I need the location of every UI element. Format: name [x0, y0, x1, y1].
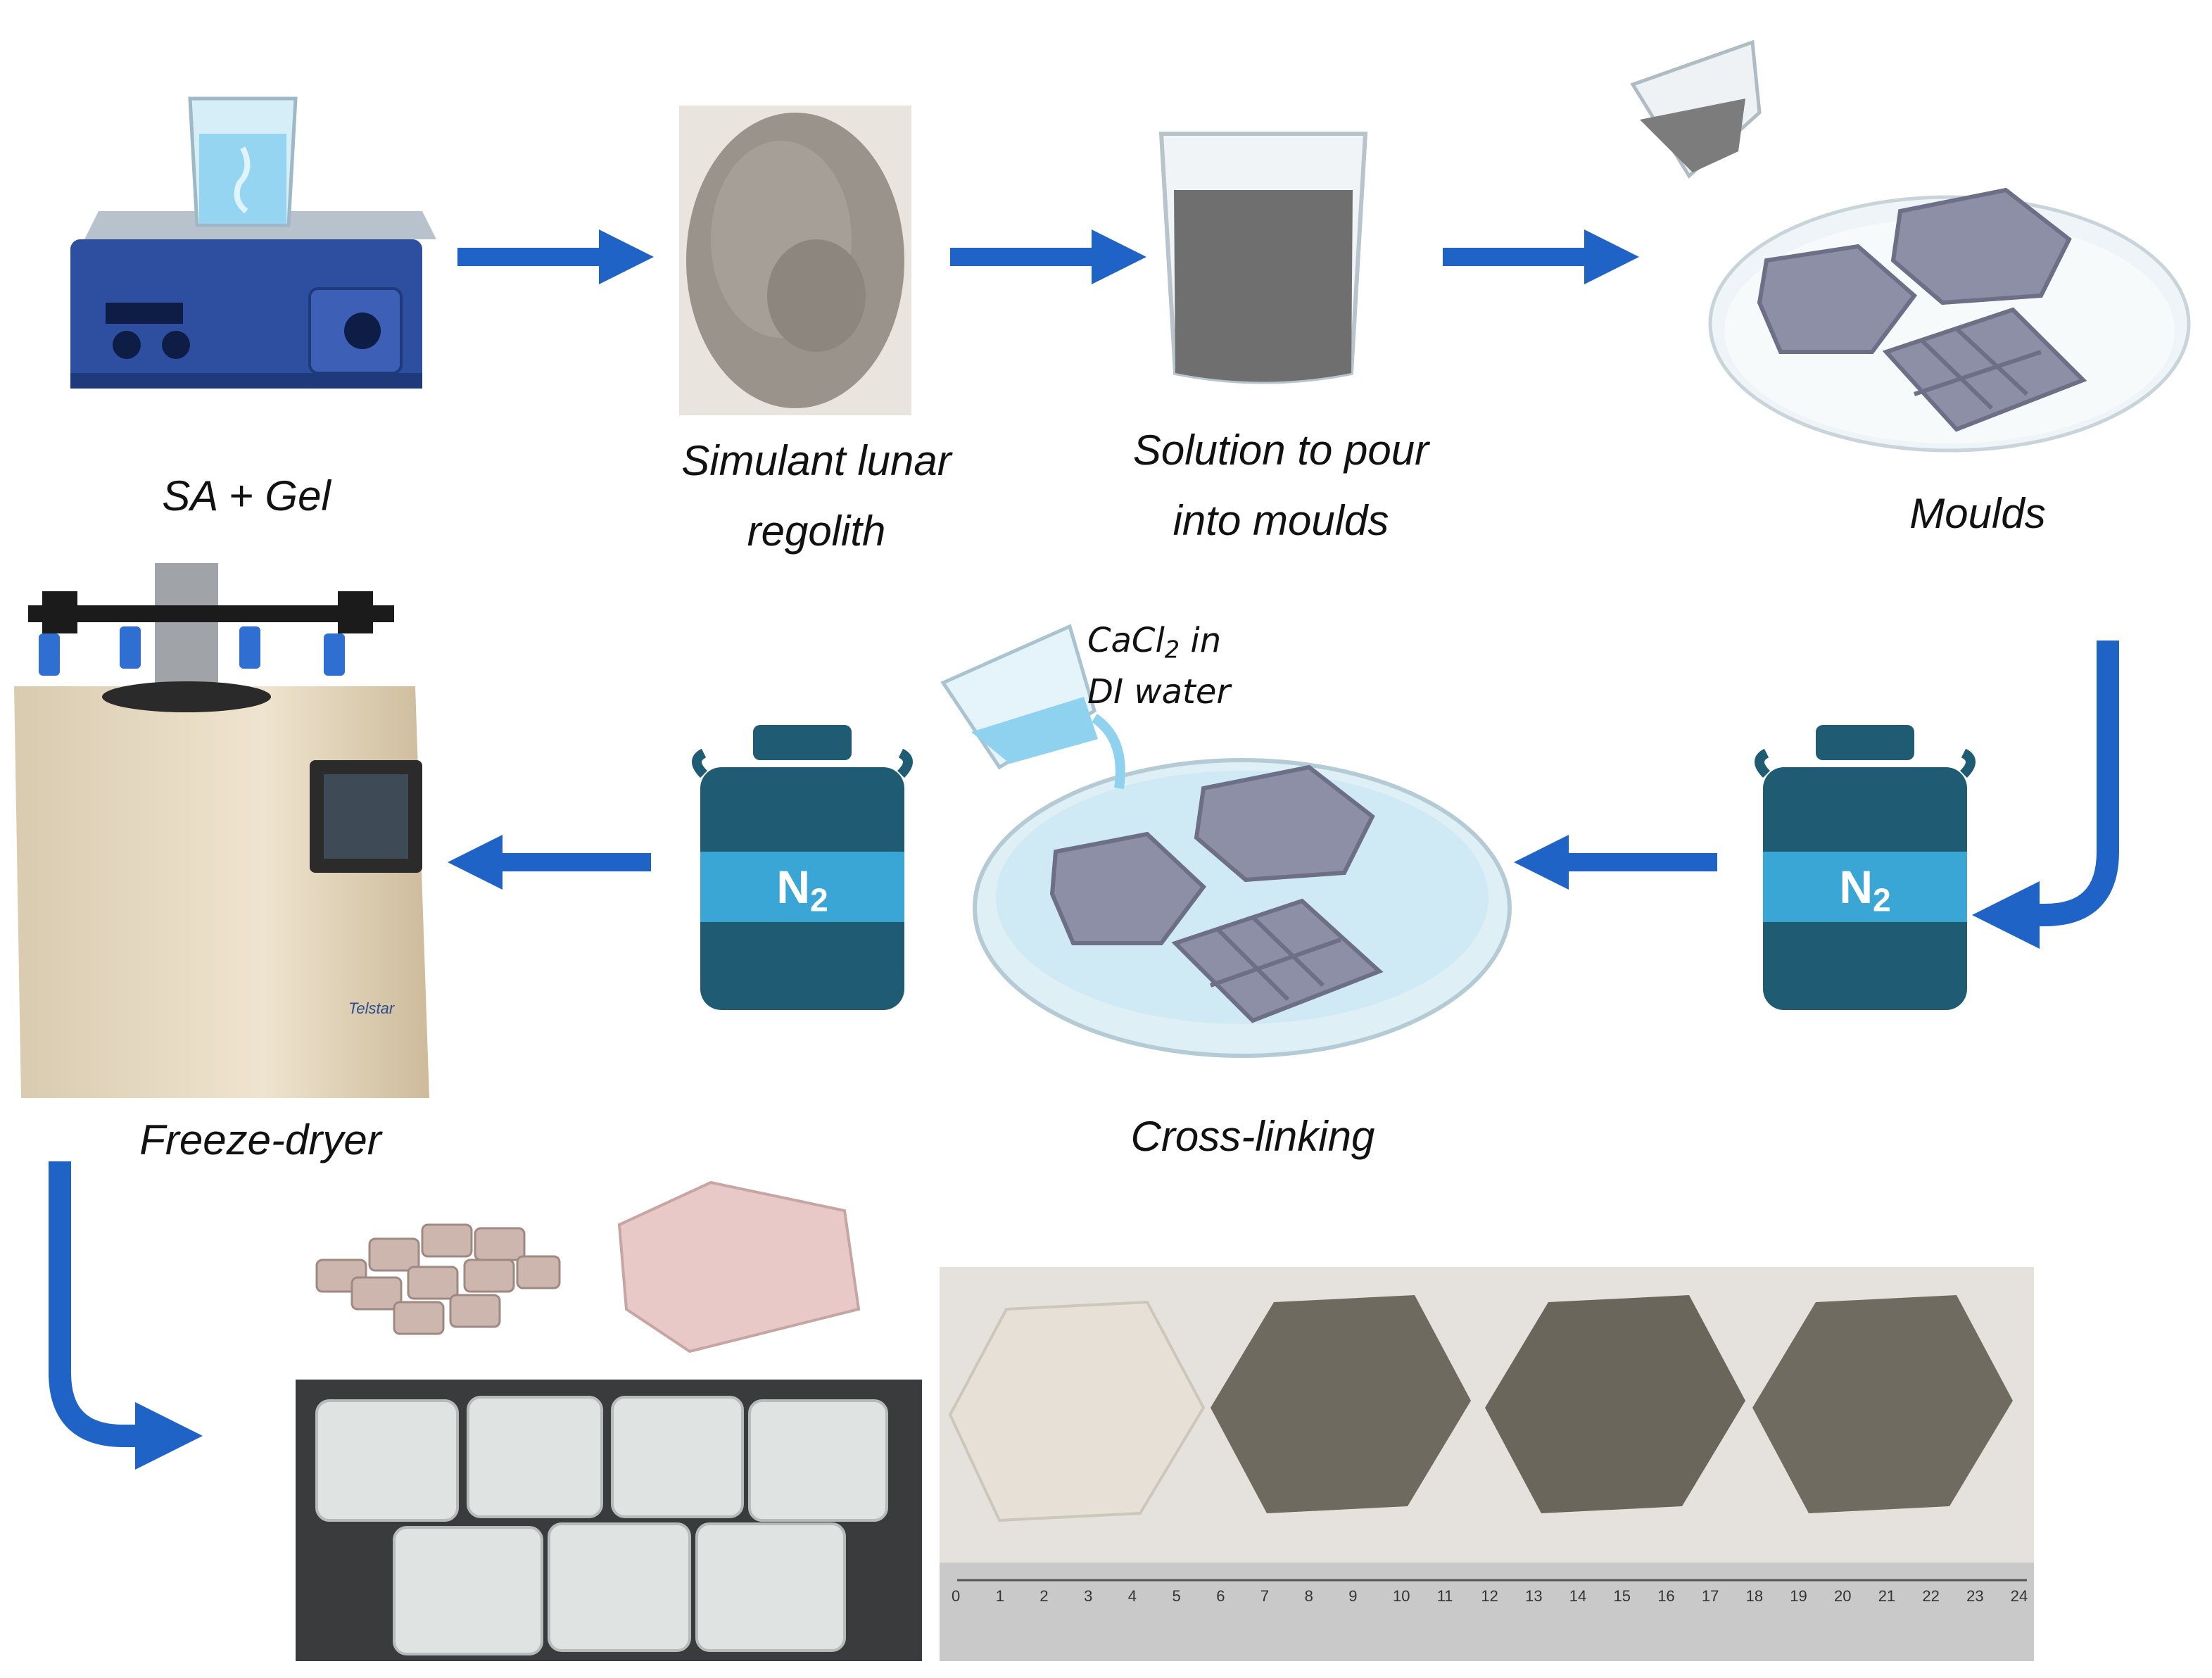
freeze-dryer-image: [14, 563, 429, 1098]
ruler-tick-label: 11: [1436, 1587, 1453, 1605]
ruler-tick-label: 14: [1569, 1587, 1587, 1605]
ruler-tick-label: 5: [1172, 1587, 1181, 1605]
reagent-formula-subscript: 2: [1164, 636, 1180, 664]
label-regolith-line1: Simulant lunar: [681, 437, 952, 484]
ruler-tick-label: 13: [1525, 1587, 1543, 1605]
ruler-tick-label: 15: [1613, 1587, 1631, 1605]
ruler-tick-label: 16: [1657, 1587, 1675, 1605]
label-regolith-line2: regolith: [747, 507, 886, 555]
nitrogen-label-left: N2: [700, 852, 904, 922]
nitrogen-dewar-left-icon: [692, 725, 913, 1010]
small-samples-image: [310, 1180, 861, 1354]
nitrogen-dewar-right-icon: [1755, 725, 1976, 1010]
ruler-tick-label: 24: [2010, 1587, 2028, 1605]
hexagon-samples-photo: [940, 1267, 2034, 1661]
moulds-dish-icon: [1630, 39, 2191, 453]
ruler-tick-label: 20: [1834, 1587, 1852, 1605]
ruler-tick-label: 9: [1348, 1587, 1358, 1605]
nitrogen-label-right: N2: [1763, 852, 1967, 922]
reagent-formula-suffix: in: [1180, 621, 1222, 660]
label-simulant-regolith: Simulant lunar regolith: [619, 426, 1013, 567]
label-reagent-formula: CaCl2 in: [1087, 619, 1270, 671]
white-blocks-photo: [296, 1380, 922, 1661]
nitrogen-right-subscript: 2: [1872, 881, 1891, 919]
ruler-tick-label: 23: [1966, 1587, 1984, 1605]
ruler-tick-label: 4: [1127, 1587, 1137, 1605]
ruler-tick-label: 0: [952, 1587, 961, 1605]
ruler-tick-label: 22: [1922, 1587, 1940, 1605]
label-sa-gel: SA + Gel: [162, 472, 331, 519]
label-cross-linking: Cross-linking: [1130, 1113, 1375, 1160]
ruler-tick-label: 1: [995, 1587, 1004, 1605]
label-freeze-dryer: Freeze-dryer: [139, 1116, 381, 1163]
label-solution-line2: into moulds: [1173, 497, 1389, 544]
ruler-tick-label: 3: [1084, 1587, 1093, 1605]
ruler-tick-label: 7: [1260, 1587, 1270, 1605]
label-reagent-line2: DI water: [1087, 672, 1231, 712]
ruler-tick-label: 2: [1039, 1587, 1049, 1605]
ruler-tick-label: 17: [1701, 1587, 1719, 1605]
ruler-tick-label: 21: [1878, 1587, 1896, 1605]
arrow-moulds-to-nitrogen: [1972, 641, 2119, 949]
nitrogen-left-symbol: N: [776, 861, 810, 913]
nitrogen-right-symbol: N: [1839, 861, 1873, 913]
label-solution: Solution to pour into moulds: [1070, 415, 1492, 556]
regolith-image: [679, 106, 911, 415]
magnetic-stirrer-icon: [70, 96, 436, 389]
label-moulds: Moulds: [1909, 490, 2046, 537]
ruler-tick-label: 6: [1216, 1587, 1225, 1605]
ruler-tick-label: 12: [1481, 1587, 1498, 1605]
arrow-freeze-dryer-to-results: [49, 1161, 203, 1470]
ruler-tick-label: 19: [1790, 1587, 1807, 1605]
label-reagent: CaCl2 in DI water: [1087, 619, 1270, 713]
reagent-formula-base: CaCl: [1087, 621, 1165, 660]
ruler-tick-label: 8: [1304, 1587, 1313, 1605]
label-solution-line1: Solution to pour: [1132, 427, 1429, 474]
nitrogen-left-subscript: 2: [809, 881, 828, 919]
ruler-tick-label: 18: [1745, 1587, 1764, 1605]
freeze-dryer-brand: Telstar: [348, 999, 395, 1017]
ruler-tick-label: 10: [1393, 1587, 1410, 1605]
solution-beaker-icon: [1158, 132, 1368, 384]
cross-linking-dish-icon: [940, 624, 1512, 1058]
